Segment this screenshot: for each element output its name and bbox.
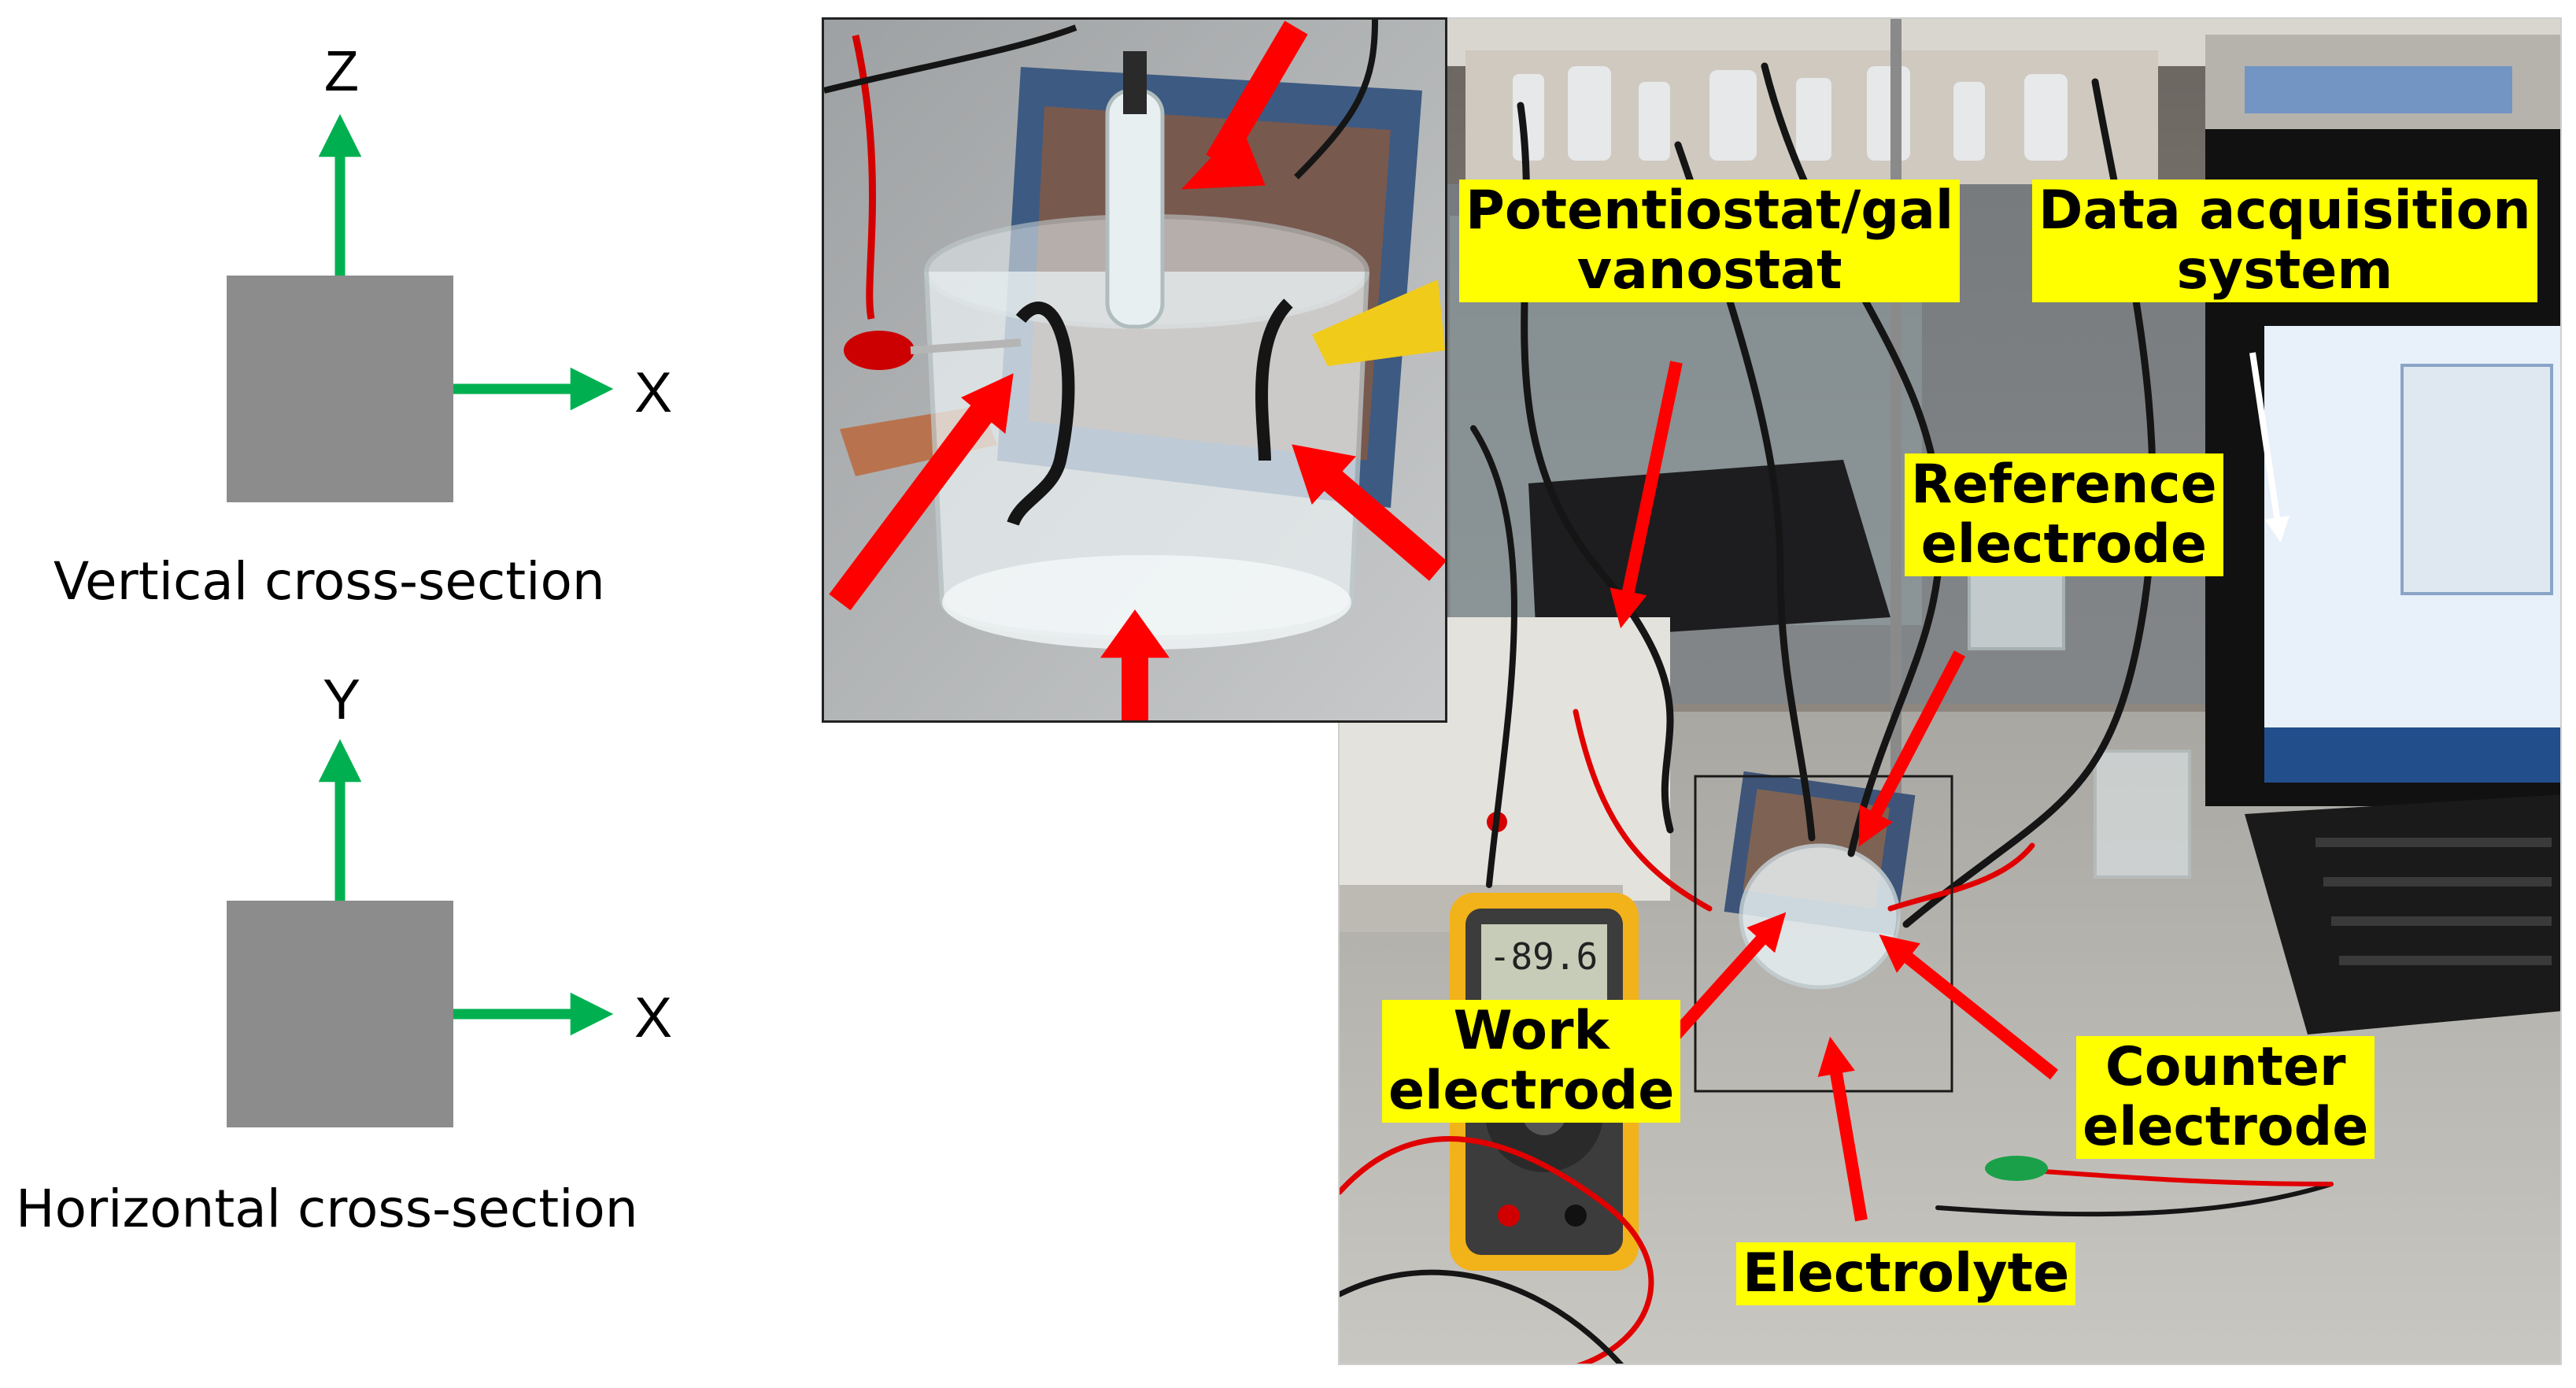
counter-label-line1: Counter [2105,1036,2346,1098]
counter-label-line2: electrode [2083,1096,2369,1159]
daq-label-line2: system [2176,239,2393,302]
inset-focus-box [1694,775,1953,1093]
green-clip [1985,1156,2048,1181]
electrolyte-arrow [1817,1036,1868,1222]
potentiostat-arrow [1610,361,1683,629]
axis-diagrams [227,113,614,1127]
reference-electrode-label: Reference electrode [1905,453,2223,577]
inset-pointer-arrows [829,20,1445,720]
reference-label-line2: electrode [1920,513,2208,576]
multimeter-display: -89.6 [1488,935,1598,978]
cell-closeup-photo [822,17,1447,723]
potentiostat-label: Potentiostat/gal vanostat [1459,180,1961,303]
vertical-cross-section-caption: Vertical cross-section [54,551,605,612]
vertical-cross-section-box [227,276,453,502]
horizontal-cross-section-box [227,901,453,1127]
electrolyte-label: Electrolyte [1736,1242,2076,1306]
daq-arrow [2249,352,2290,542]
work-electrode-label: Work electrode [1382,1000,1681,1123]
reference-label-line1: Reference [1911,453,2217,516]
x-axis-label-vertical: X [634,361,673,424]
work-label-line2: electrode [1388,1060,1675,1123]
red-clip [844,331,915,370]
counter-electrode-arrow [1879,935,2058,1080]
x-axis-label-horizontal: X [634,986,673,1049]
yellow-clip [1312,279,1445,366]
work-electrode-arrow [1660,912,1787,1052]
potentiostat-label-line1: Potentiostat/gal [1465,180,1954,242]
counter-electrode-label: Counter electrode [2076,1036,2375,1160]
work-label-line1: Work [1453,1000,1610,1062]
potentiostat-label-line2: vanostat [1576,239,1842,302]
daq-label-line1: Data acquisition [2038,180,2531,242]
keyboard [2245,794,2560,1035]
z-axis-label: Z [324,40,359,103]
daq-label: Data acquisition system [2032,180,2537,303]
y-axis-label: Y [323,668,361,731]
horizontal-cross-section-caption: Horizontal cross-section [16,1179,638,1239]
reference-electrode-arrow [1858,650,1966,847]
cell-closeup-illustration [824,20,1445,720]
